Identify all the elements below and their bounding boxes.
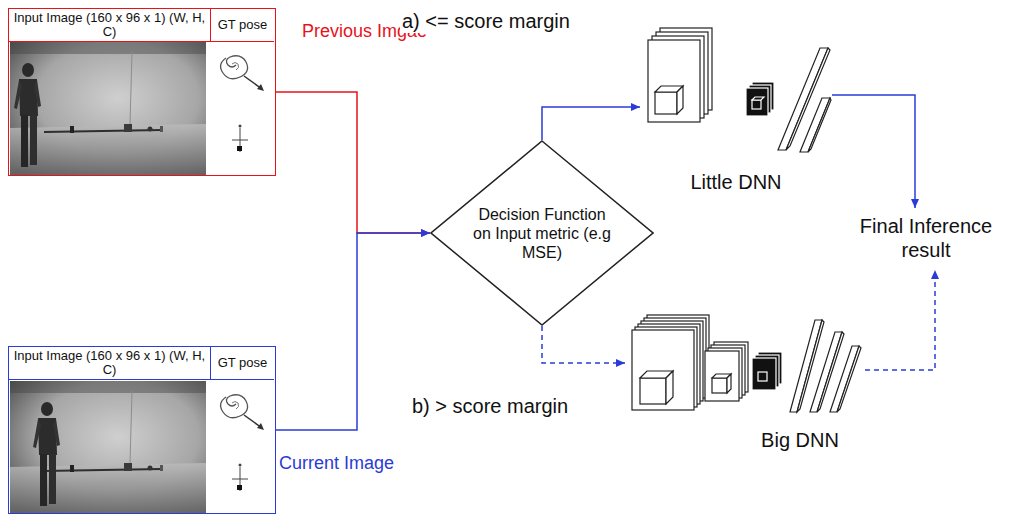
big-dnn-figure: [752, 358, 776, 390]
header-text: GT pose: [218, 356, 268, 370]
current-photo: [10, 381, 206, 514]
flow-arrow: [542, 326, 625, 363]
network-box: Big DNN: [625, 300, 865, 460]
header-cell: GT pose: [211, 347, 274, 380]
little-dnn-figure: [746, 88, 768, 116]
little-dnn-figure: [752, 97, 764, 100]
current-pose: [221, 395, 264, 491]
flow-arrow: [865, 270, 935, 370]
network-label: Big DNN: [735, 428, 865, 452]
network-label: Little DNN: [640, 170, 832, 194]
previous-photo: [10, 42, 206, 175]
little-dnn-figure: [648, 28, 831, 152]
network-box: Little DNN: [640, 25, 832, 200]
current-photo: [10, 381, 206, 514]
big-dnn-figure: [837, 346, 861, 412]
little-dnn-figure: [800, 98, 830, 152]
previous-pose: [221, 56, 264, 152]
big-dnn-figure: [830, 346, 859, 412]
previous-photo: [21, 115, 28, 167]
image-panel: Current ImageInput Image (160 x 96 x 1) …: [8, 346, 276, 514]
diamond-outline: [431, 141, 653, 325]
big-dnn-figure: [640, 378, 666, 404]
big-dnn-figure: [666, 371, 673, 404]
branch-label: b) > score margin: [410, 394, 570, 418]
big-dnn-figure: [705, 351, 739, 401]
little-dnn-figure: [808, 98, 831, 152]
diamond-text: Decision Function on Input metric (e.g M…: [473, 205, 611, 262]
image-panel: Previous ImgaeInput Image (160 x 96 x 1)…: [8, 8, 276, 176]
header-text: Input Image (160 x 96 x 1) (W, H, C): [12, 349, 207, 377]
header-text: GT pose: [218, 18, 268, 32]
flow-arrow: [542, 107, 640, 140]
current-photo: [49, 454, 56, 504]
flow-arrow: [832, 95, 915, 208]
little-dnn-figure: [648, 40, 700, 122]
decision-diamond: Decision Function on Input metric (e.g M…: [430, 140, 654, 326]
big-dnn-figure: [727, 374, 731, 393]
previous-photo: [34, 80, 41, 107]
current-photo: [40, 454, 47, 506]
previous-photo: [10, 42, 206, 175]
panel-heading: Current Image: [279, 453, 394, 474]
big-dnn-figure: [758, 372, 767, 381]
current-photo: [53, 419, 60, 446]
big-dnn-figure: [632, 315, 861, 412]
previous-photo: [22, 63, 34, 77]
little-dnn-figure: [655, 92, 677, 114]
header-text: Input Image (160 x 96 x 1) (W, H, C): [12, 11, 207, 39]
previous-photo: [30, 115, 37, 165]
result-box: Final Inference result: [838, 208, 1014, 270]
big-dnn-figure: [632, 330, 694, 410]
little-dnn-figure: [677, 86, 683, 114]
header-cell: Input Image (160 x 96 x 1) (W, H, C): [9, 9, 211, 42]
branch-label: a) <= score margin: [400, 9, 572, 33]
header-cell: GT pose: [211, 9, 274, 42]
result-text: Final Inference result: [838, 208, 1014, 262]
previous-photo: [14, 80, 22, 109]
header-cell: Input Image (160 x 96 x 1) (W, H, C): [9, 347, 211, 380]
flow-arrow: [276, 92, 430, 233]
current-photo: [33, 419, 41, 448]
little-dnn-figure: [752, 100, 761, 109]
previous-pose: [221, 56, 264, 152]
little-dnn-figure: [778, 48, 828, 150]
flow-arrow: [276, 233, 430, 430]
current-photo: [41, 402, 53, 416]
current-pose: [221, 395, 264, 491]
big-dnn-figure: [712, 378, 727, 393]
